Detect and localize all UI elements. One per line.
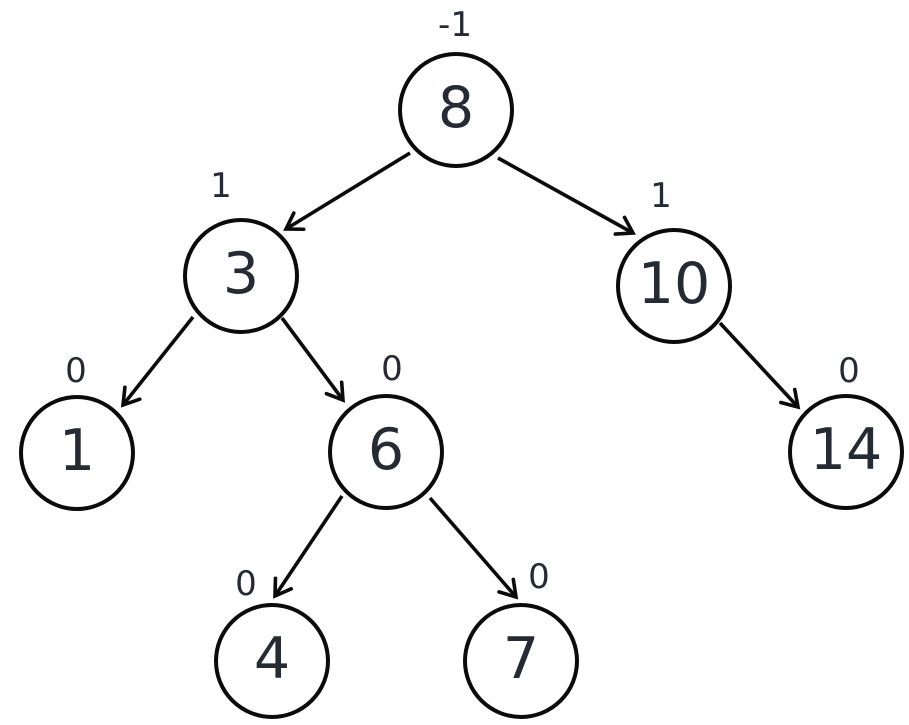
tree-node-1: 1: [19, 395, 135, 511]
tree-node-3: 3: [183, 218, 299, 334]
node-value: 1: [58, 417, 96, 484]
node-value: 8: [437, 74, 475, 141]
edge-arrow-8-10: [497, 156, 636, 236]
edge-arrow-3-1: [120, 315, 195, 408]
node-value: 4: [253, 625, 291, 692]
node-value: 10: [637, 250, 711, 317]
node-value: 7: [502, 625, 540, 692]
node-value: 3: [222, 240, 260, 307]
edge-arrow-6-7: [428, 496, 519, 600]
balance-factor-node-10: 1: [650, 176, 672, 216]
tree-node-4: 4: [214, 603, 330, 719]
edge-arrow-8-3: [283, 151, 411, 232]
edge-arrow-3-6: [280, 316, 346, 403]
tree-node-8: 8: [398, 52, 514, 168]
node-value: 14: [809, 416, 883, 483]
balance-factor-node-14: 0: [838, 351, 860, 391]
balance-factor-node-4: 0: [235, 564, 257, 604]
balance-factor-node-1: 0: [65, 351, 87, 391]
balance-factor-node-3: 1: [210, 166, 232, 206]
balance-factor-node-7: 0: [528, 557, 550, 597]
tree-node-14: 14: [788, 394, 904, 510]
node-value: 6: [367, 416, 405, 483]
balance-factor-node-6: 0: [381, 349, 403, 389]
tree-node-10: 10: [616, 228, 732, 344]
tree-node-6: 6: [328, 394, 444, 510]
edge-arrow-6-4: [273, 494, 344, 599]
tree-node-7: 7: [463, 603, 579, 719]
balance-factor-node-8: -1: [438, 5, 472, 45]
edge-arrow-10-14: [718, 321, 801, 410]
